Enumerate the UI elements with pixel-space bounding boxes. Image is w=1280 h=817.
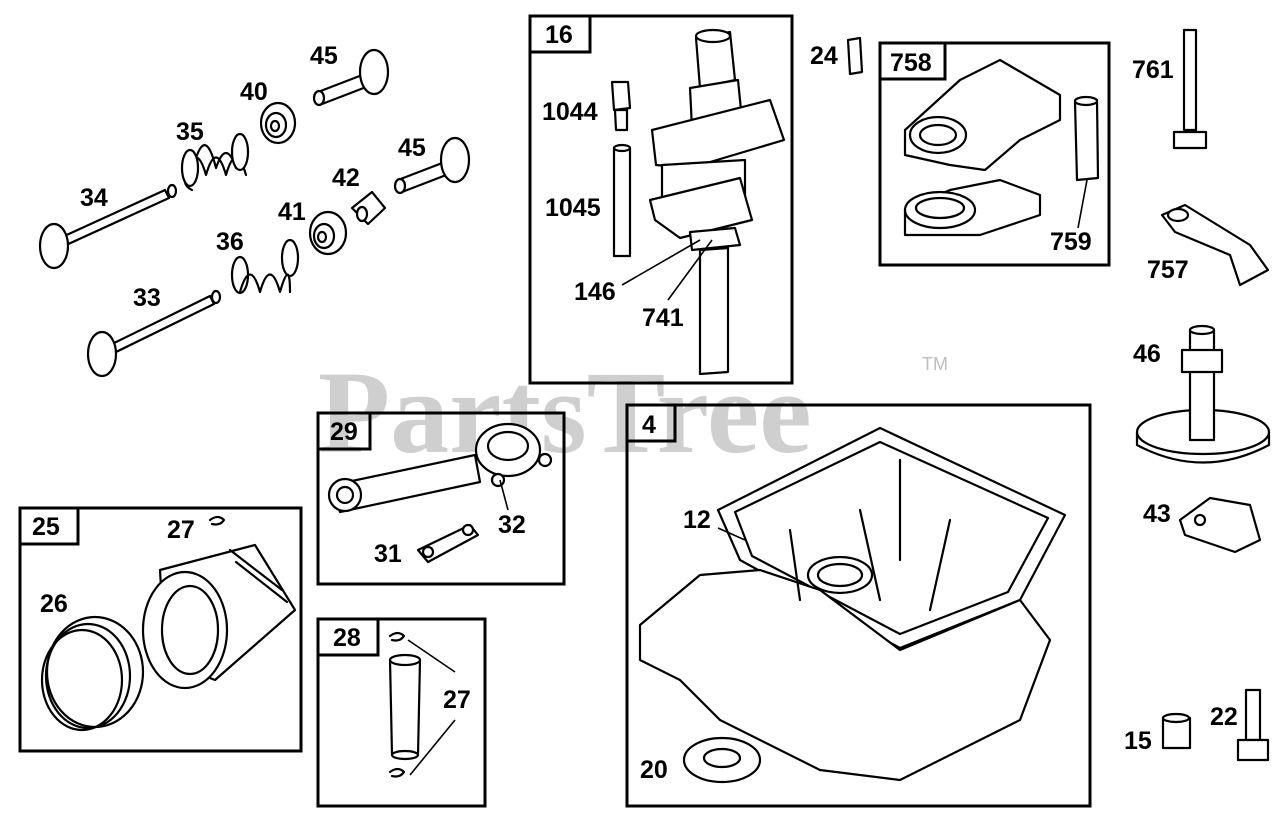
- valve-33[interactable]: [86, 289, 222, 378]
- label-759: 759: [1050, 228, 1092, 256]
- screw-761[interactable]: [1172, 28, 1208, 150]
- label-741: 741: [642, 304, 684, 332]
- group-box-28-tab: [316, 617, 380, 657]
- label-43: 43: [1143, 500, 1171, 528]
- pin-759[interactable]: [1073, 95, 1100, 182]
- label-757: 757: [1147, 256, 1189, 284]
- label-15: 15: [1124, 727, 1152, 755]
- leader-27-upper: [407, 639, 456, 673]
- label-45: 45: [310, 42, 338, 70]
- label-1044: 1044: [542, 98, 598, 126]
- label-45: 45: [398, 134, 426, 162]
- label-35: 35: [176, 118, 204, 146]
- group-box-25: [18, 506, 303, 753]
- group-box-25-tab: [18, 506, 80, 546]
- label-1045: 1045: [545, 194, 601, 222]
- label-27: 27: [443, 686, 471, 714]
- label-36: 36: [216, 228, 244, 256]
- group-label-28: 28: [333, 624, 361, 652]
- leader-759: [1077, 179, 1088, 229]
- group-label-29: 29: [330, 418, 358, 446]
- crankshaft[interactable]: [648, 28, 786, 376]
- valve-keeper-42[interactable]: [350, 190, 387, 226]
- label-46: 46: [1133, 340, 1161, 368]
- plug-15[interactable]: [1161, 712, 1192, 750]
- trademark-text: TM: [922, 354, 948, 374]
- bracket-758[interactable]: [903, 58, 1062, 237]
- piston-pin-28[interactable]: [388, 653, 422, 761]
- group-box-758: [878, 41, 1111, 267]
- link-757[interactable]: [1160, 203, 1270, 287]
- valve-retainer-41[interactable]: [308, 210, 348, 256]
- group-box-16-tab: [528, 14, 592, 54]
- label-761: 761: [1132, 56, 1174, 84]
- group-box-29-tab: [316, 411, 372, 451]
- valve-guide-45-lower[interactable]: [393, 136, 471, 195]
- label-31: 31: [374, 540, 402, 568]
- clip-27-upper[interactable]: [388, 631, 406, 642]
- stud-1045[interactable]: [612, 143, 632, 258]
- group-box-29: [316, 411, 566, 586]
- piston-25[interactable]: [141, 543, 297, 690]
- leader-146: [621, 239, 701, 286]
- label-146: 146: [574, 278, 616, 306]
- group-box-16: [528, 14, 794, 385]
- label-33: 33: [133, 284, 161, 312]
- group-box-758-tab: [878, 41, 947, 81]
- label-34: 34: [80, 184, 108, 212]
- label-20: 20: [640, 756, 668, 784]
- group-label-25: 25: [32, 513, 60, 541]
- bolt-1044[interactable]: [610, 80, 632, 132]
- valve-spring-36[interactable]: [230, 238, 300, 295]
- leader-12: [717, 527, 746, 541]
- label-40: 40: [240, 78, 268, 106]
- group-label-758: 758: [890, 49, 932, 77]
- group-box-4: [625, 403, 1092, 808]
- valve-spring-35[interactable]: [180, 132, 250, 192]
- connecting-rod[interactable]: [327, 422, 553, 514]
- group-label-16: 16: [545, 21, 573, 49]
- valve-retainer-40[interactable]: [259, 101, 297, 145]
- valve-guide-45-upper[interactable]: [312, 48, 390, 107]
- label-22: 22: [1210, 703, 1238, 731]
- label-32: 32: [498, 511, 526, 539]
- rod-lock-31[interactable]: [416, 523, 480, 564]
- bolt-22[interactable]: [1236, 688, 1270, 762]
- label-12: 12: [683, 506, 711, 534]
- leader-27-lower: [409, 719, 456, 776]
- crankcase-sump-4[interactable]: [638, 458, 1052, 782]
- group-label-4: 4: [642, 411, 656, 439]
- label-42: 42: [332, 164, 360, 192]
- label-24: 24: [810, 42, 838, 70]
- label-27: 27: [167, 516, 195, 544]
- group-box-28: [316, 617, 487, 808]
- oil-seal-20[interactable]: [682, 736, 762, 784]
- key-24[interactable]: [846, 36, 864, 76]
- label-26: 26: [40, 590, 68, 618]
- camshaft-46[interactable]: [1135, 324, 1271, 464]
- governor-43[interactable]: [1178, 496, 1262, 554]
- leader-741: [667, 239, 713, 301]
- group-box-4-tab: [625, 403, 677, 443]
- valve-34[interactable]: [38, 183, 178, 270]
- label-41: 41: [278, 198, 306, 226]
- clip-27-lower[interactable]: [388, 767, 406, 778]
- leader-32: [499, 479, 509, 511]
- piston-rings-26[interactable]: [40, 615, 145, 732]
- clip-27-piston[interactable]: [208, 515, 226, 526]
